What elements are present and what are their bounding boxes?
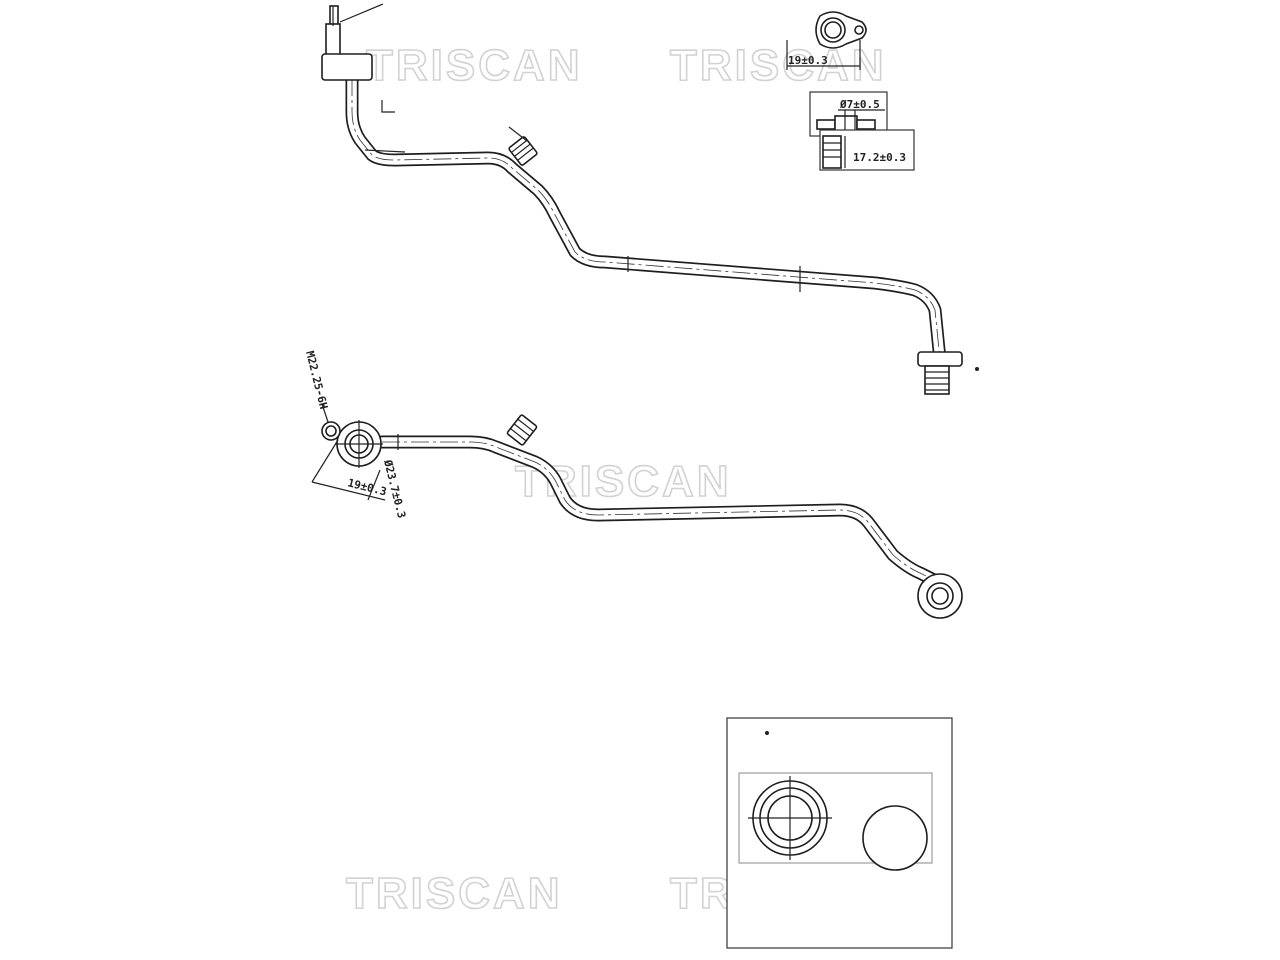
lower-pipe-assembly <box>321 414 963 619</box>
upper-service-port <box>508 136 538 166</box>
top-flange-width-label: 19±0.3 <box>788 54 828 67</box>
lower-service-port <box>506 414 538 446</box>
bottom-section-detail <box>726 717 953 949</box>
watermark-bottom-left: TRISCAN <box>346 869 563 918</box>
upper-pipe-assembly <box>321 3 979 395</box>
top-flange-detail: 19±0.3 <box>786 11 867 70</box>
top-bore-detail: Ø7±0.5 <box>809 91 888 137</box>
top-bore-dia-label: Ø7±0.5 <box>839 98 880 111</box>
lower-thread-label: M22.25-6H <box>303 350 330 411</box>
upper-left-end-fitting <box>321 3 395 113</box>
lower-left-block-fitting <box>321 420 383 468</box>
watermark-top-left: TRISCAN <box>366 41 583 90</box>
lower-right-eye-fitting <box>917 573 963 619</box>
upper-right-end-fitting <box>917 351 979 395</box>
top-fitting-length-label: 17.2±0.3 <box>853 151 906 164</box>
top-fitting-length-detail: 17.2±0.3 <box>819 129 915 171</box>
